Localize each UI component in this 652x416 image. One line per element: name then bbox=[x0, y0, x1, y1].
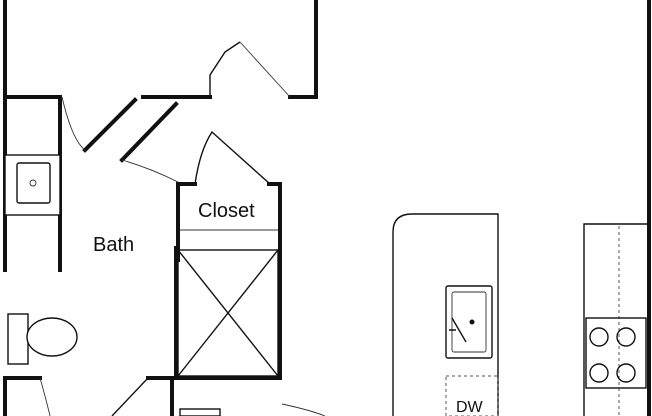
lower-diagonal-door bbox=[111, 377, 149, 416]
bath-door-swing bbox=[61, 96, 86, 151]
sink-drain bbox=[29, 179, 37, 187]
burner-2 bbox=[616, 327, 636, 347]
range bbox=[585, 317, 647, 389]
shaft bbox=[177, 249, 279, 377]
faucet bbox=[449, 317, 467, 343]
lower-door-slab bbox=[179, 408, 221, 416]
doors bbox=[39, 41, 326, 416]
kitchen-island bbox=[392, 213, 499, 416]
bedroom-wall bbox=[288, 0, 318, 99]
diagonal-wall-b bbox=[119, 101, 179, 163]
closet-door-leaf bbox=[194, 130, 271, 185]
dishwasher-label: DW bbox=[456, 399, 484, 416]
walls bbox=[3, 0, 651, 416]
burner-1 bbox=[589, 327, 609, 347]
kitchen-sink-drain bbox=[469, 319, 475, 325]
kitchen-sink bbox=[445, 285, 493, 359]
lower-right-swing bbox=[281, 403, 326, 416]
bedroom-door-leaf bbox=[209, 41, 241, 97]
shaft-cross bbox=[177, 249, 279, 377]
closet-label: Closet bbox=[198, 200, 255, 222]
burner-3 bbox=[589, 363, 609, 383]
burner-4 bbox=[616, 363, 636, 383]
dishwasher bbox=[445, 375, 499, 416]
lower-door-swing bbox=[39, 377, 51, 416]
bath-fixtures bbox=[4, 154, 78, 365]
toilet-bowl bbox=[26, 317, 78, 357]
diagonal-wall-a bbox=[82, 97, 138, 153]
bath-sink bbox=[16, 162, 51, 204]
counter-right bbox=[583, 223, 649, 416]
bath-label: Bath bbox=[93, 234, 134, 256]
kitchen bbox=[392, 213, 649, 416]
shaft-box bbox=[177, 249, 279, 377]
bedroom-door-swing bbox=[239, 41, 291, 98]
kitchen-sink-basin bbox=[451, 291, 487, 353]
toilet-tank bbox=[7, 313, 29, 365]
hall-door-swing bbox=[121, 159, 179, 183]
